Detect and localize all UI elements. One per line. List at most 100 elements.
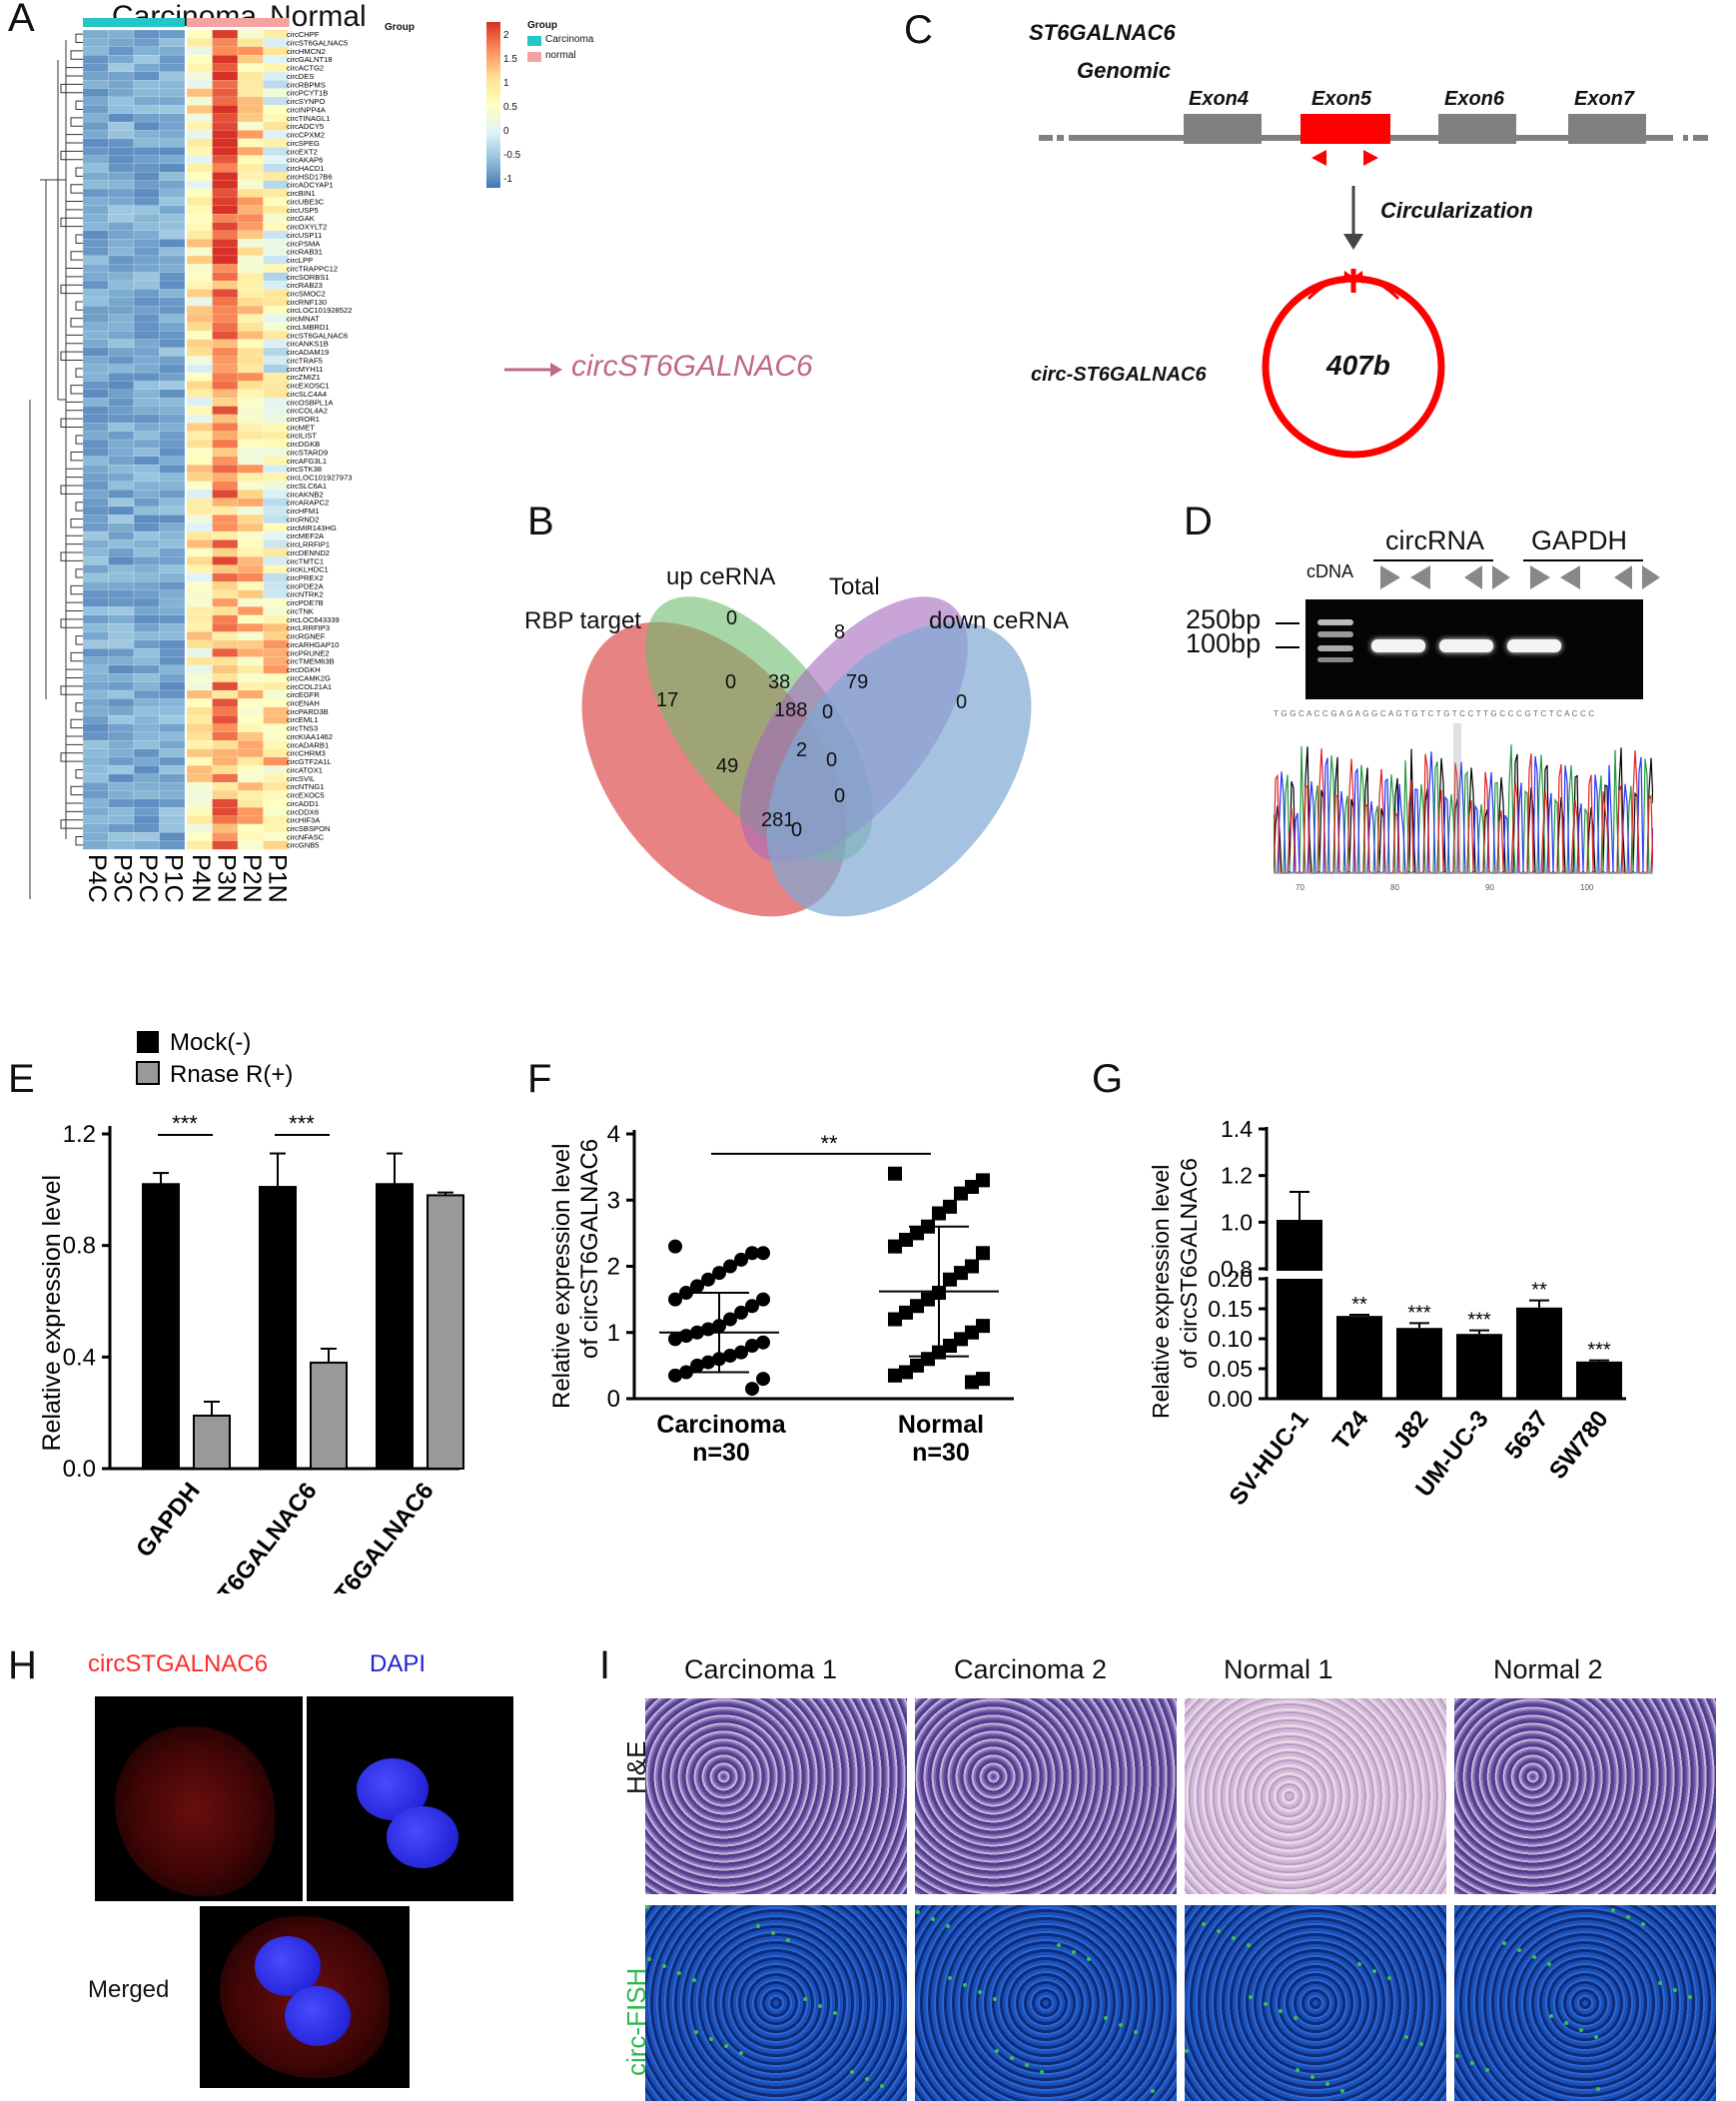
heatmap-cell: [108, 490, 135, 499]
fish-signal-dot: [1010, 2056, 1014, 2060]
heatmap-cell: [133, 289, 160, 299]
heatmap-cell: [237, 414, 264, 424]
heatmap-cell: [133, 372, 160, 382]
heatmap-cell: [212, 205, 239, 215]
heatmap-cell: [159, 731, 186, 741]
heatmap-row-label: circEXOSC1: [287, 382, 330, 391]
heatmap-cell: [186, 648, 213, 657]
heatmap-cell: [263, 807, 290, 816]
panel-letter-b: B: [527, 500, 554, 543]
heatmap-cell: [237, 673, 264, 683]
heatmap-cell: [108, 622, 135, 632]
heatmap-cell: [263, 339, 290, 349]
heatmap-cell: [133, 155, 160, 165]
heatmap-cell: [82, 639, 109, 649]
heatmap-cell: [212, 155, 239, 165]
heatmap-cell: [263, 815, 290, 825]
circ-name-label: circ-ST6GALNAC6: [1031, 364, 1207, 386]
carcinoma-point: [668, 1368, 682, 1383]
heatmap-cell: [186, 765, 213, 775]
heatmap-cell: [263, 88, 290, 98]
heatmap-cell: [108, 723, 135, 733]
heatmap-row-label: circTINAGL1: [287, 114, 330, 123]
heatmap-cell: [263, 740, 290, 749]
normal-point: [888, 1166, 902, 1181]
heatmap-cell: [212, 406, 239, 416]
scale-tick-label: 1.5: [503, 54, 517, 65]
heatmap-cell: [159, 398, 186, 407]
heatmap-cell: [186, 230, 213, 240]
heatmap-cell: [159, 656, 186, 666]
heatmap-cell: [263, 255, 290, 265]
normal-point: [899, 1365, 913, 1380]
heatmap-cell: [108, 113, 135, 123]
heatmap-cell: [212, 448, 239, 458]
he-stain-image: [1185, 1698, 1446, 1894]
heatmap-row-label: circMET: [287, 423, 315, 432]
heatmap-cell: [263, 172, 290, 182]
heatmap-cell: [159, 347, 186, 357]
venn-count: 0: [956, 691, 968, 713]
legend-rnase-label: Rnase R(+): [170, 1061, 293, 1088]
heatmap-cell: [133, 473, 160, 483]
significance-label: ***: [1467, 1310, 1491, 1332]
heatmap-cell: [237, 356, 264, 366]
heatmap-row-label: circOSBPL1A: [287, 398, 334, 407]
heatmap-cell: [133, 465, 160, 474]
heatmap-cell: [237, 523, 264, 532]
heatmap-cell: [133, 88, 160, 98]
histology-column-label: Normal 1: [1224, 1654, 1333, 1684]
heatmap-cell: [212, 798, 239, 808]
heatmap-cell: [159, 180, 186, 190]
heatmap-cell: [133, 723, 160, 733]
dendrogram-branch: [65, 267, 83, 278]
heatmap-cell: [82, 490, 109, 499]
genomic-label: Genomic: [1077, 58, 1172, 83]
fish-signal-dot: [1264, 2002, 1268, 2006]
heatmap-row-label: circTMEM63B: [287, 657, 335, 666]
heatmap-cell: [108, 715, 135, 724]
heatmap-cell: [108, 530, 135, 540]
heatmap-cell: [237, 681, 264, 691]
heatmap-row-label: circSTARD9: [287, 448, 328, 457]
heatmap-cell: [108, 698, 135, 708]
heatmap-cell: [82, 539, 109, 549]
heatmap-cell: [212, 439, 239, 449]
scale-tick-label: 1: [503, 78, 509, 89]
y-axis-label-line2: of circST6GALNAC6: [1176, 1158, 1202, 1369]
carcinoma-point: [745, 1299, 759, 1314]
heatmap-cell: [186, 706, 213, 716]
heatmap-row-label: circPDE7B: [287, 598, 324, 607]
heatmap-cell: [82, 673, 109, 683]
fish-panel-h: circSTGALNAC6 DAPI Merged: [0, 1638, 559, 2088]
heatmap-cell: [108, 515, 135, 525]
dendrogram-branch: [65, 534, 83, 545]
heatmap-cell: [263, 539, 290, 549]
heatmap-cell: [133, 530, 160, 540]
heatmap-cell: [186, 406, 213, 416]
heatmap-cell: [133, 280, 160, 290]
heatmap-cell: [82, 481, 109, 491]
heatmap-cell: [108, 481, 135, 491]
heatmap-cell: [133, 331, 160, 340]
heatmap-cell: [212, 88, 239, 98]
dendrogram-branch: [70, 251, 83, 261]
heatmap-cell: [159, 597, 186, 607]
heatmap-cell: [237, 29, 264, 39]
fish-signal-dot: [1185, 2049, 1189, 2053]
heatmap-cell: [263, 790, 290, 800]
heatmap-cell: [133, 606, 160, 616]
heatmap-cell: [263, 473, 290, 483]
heatmap-cell: [108, 456, 135, 466]
heatmap-cell: [159, 706, 186, 716]
heatmap-cell: [159, 113, 186, 123]
y-tick-label: 1: [607, 1320, 620, 1347]
heatmap-row-label: circANKS1B: [287, 340, 329, 349]
heatmap-group-label: Group: [385, 22, 415, 33]
heatmap-cell: [263, 331, 290, 340]
heatmap-cell: [159, 465, 186, 474]
heatmap-sample-label: P4N: [187, 854, 215, 903]
